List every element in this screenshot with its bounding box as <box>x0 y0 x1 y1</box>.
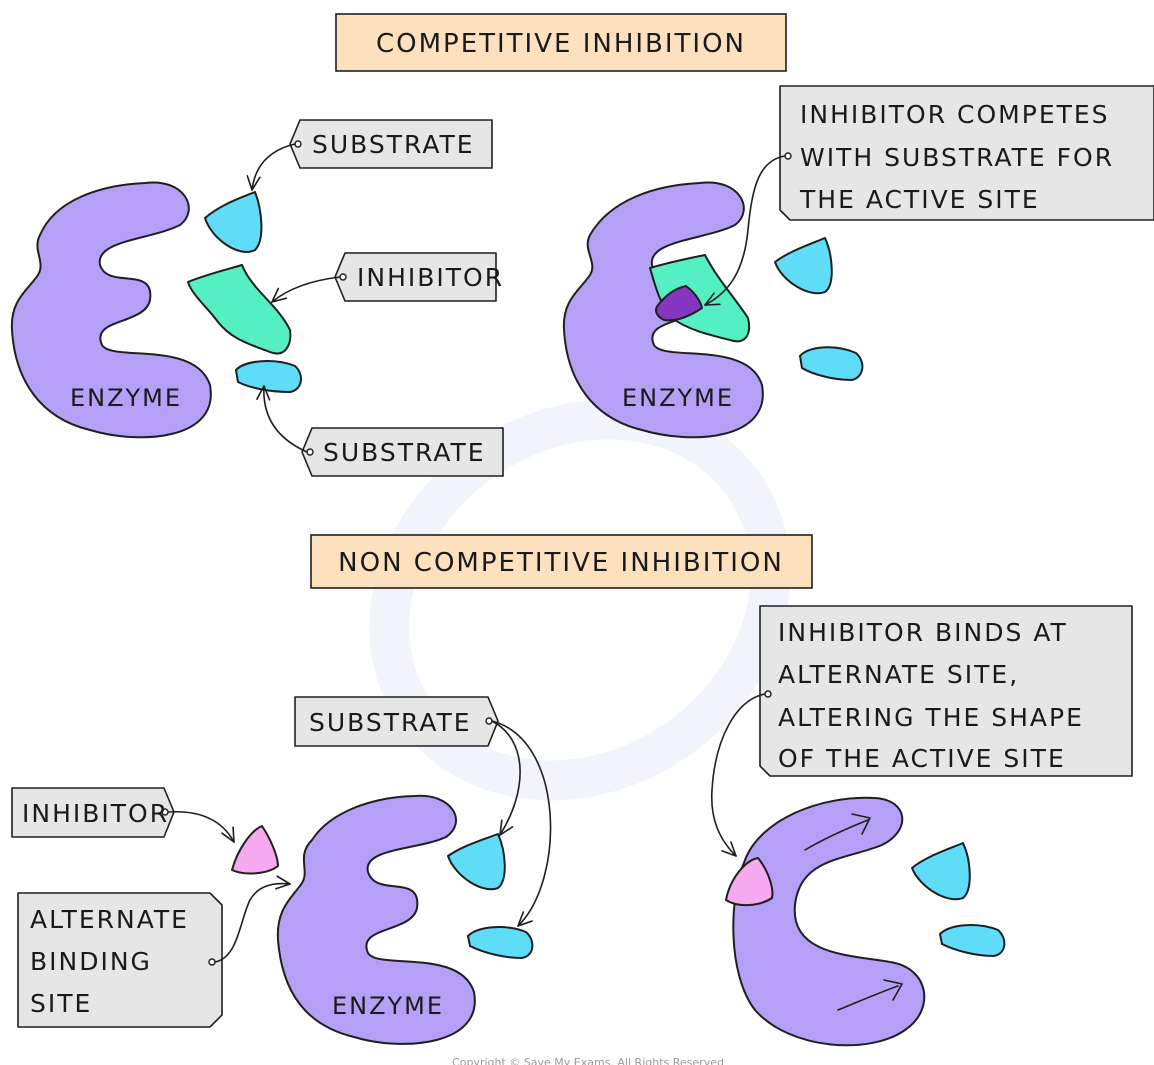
bound-inhibitor-shape <box>725 857 774 906</box>
substrate-shape-bottom <box>799 346 864 381</box>
svg-text:INHIBITOR: INHIBITOR <box>22 799 169 828</box>
inhibitor-shape <box>231 825 279 875</box>
substrate-shape-top <box>774 237 833 295</box>
enzyme-label: ENZYME <box>622 384 734 412</box>
inhibitor-tag: INHIBITOR <box>11 787 175 838</box>
non-competitive-left-panel: ENZYME SUBSTRATE INHIBITOR ALTERNATE BIN… <box>11 696 552 1045</box>
inhibitor-shape <box>187 264 292 355</box>
svg-text:SITE: SITE <box>30 989 92 1018</box>
svg-text:ALTERING THE SHAPE: ALTERING THE SHAPE <box>778 703 1084 732</box>
enzyme-label: ENZYME <box>70 384 182 412</box>
competitive-title: COMPETITIVE INHIBITION <box>335 13 787 72</box>
svg-text:NON COMPETITIVE INHIBITION: NON COMPETITIVE INHIBITION <box>338 548 784 578</box>
svg-text:WITH SUBSTRATE FOR: WITH SUBSTRATE FOR <box>800 143 1114 172</box>
non-competitive-title: NON COMPETITIVE INHIBITION <box>310 534 813 589</box>
watermark-logo <box>369 399 791 801</box>
svg-text:OF THE ACTIVE SITE: OF THE ACTIVE SITE <box>778 744 1066 773</box>
inhibitor-tag: INHIBITOR <box>334 252 504 302</box>
alternate-binding-site-tag: ALTERNATE BINDING SITE <box>17 892 223 1028</box>
enzyme-shape <box>10 181 212 439</box>
non-competitive-right-panel: INHIBITOR BINDS AT ALTERNATE SITE, ALTER… <box>710 605 1133 1047</box>
substrate-shape-top <box>911 842 971 901</box>
svg-text:SUBSTRATE: SUBSTRATE <box>323 438 486 467</box>
svg-text:BINDING: BINDING <box>30 947 152 976</box>
competitive-right-panel: ENZYME INHIBITOR COMPETES WITH SUBSTRATE… <box>562 85 1154 439</box>
blocked-active-site <box>655 285 703 322</box>
svg-text:ALTERNATE: ALTERNATE <box>30 905 189 934</box>
substrate-shape-bottom <box>235 360 302 393</box>
non-competition-note: INHIBITOR BINDS AT ALTERNATE SITE, ALTER… <box>759 605 1133 777</box>
svg-text:SUBSTRATE: SUBSTRATE <box>312 130 475 159</box>
enzyme-label: ENZYME <box>332 992 444 1020</box>
substrate-shape-bottom <box>939 924 1006 957</box>
svg-text:ALTERNATE SITE,: ALTERNATE SITE, <box>778 660 1019 689</box>
competitive-left-panel: ENZYME SUBSTRATE INHIBITOR SUBSTRATE <box>10 119 504 477</box>
enzyme-shape <box>276 794 476 1045</box>
svg-text:SUBSTRATE: SUBSTRATE <box>309 708 472 737</box>
substrate-shape-top <box>447 833 506 891</box>
svg-text:INHIBITOR COMPETES: INHIBITOR COMPETES <box>800 100 1110 129</box>
substrate-tag-top: SUBSTRATE <box>289 119 493 169</box>
substrate-shape-bottom <box>467 926 534 959</box>
copyright-text: Copyright © Save My Exams. All Rights Re… <box>452 1056 724 1065</box>
substrate-tag-bottom: SUBSTRATE <box>301 427 504 477</box>
competition-note: INHIBITOR COMPETES WITH SUBSTRATE FOR TH… <box>779 85 1154 221</box>
svg-text:INHIBITOR BINDS AT: INHIBITOR BINDS AT <box>778 618 1068 647</box>
altered-enzyme-shape <box>732 796 926 1047</box>
substrate-tag: SUBSTRATE <box>294 696 499 747</box>
svg-text:COMPETITIVE INHIBITION: COMPETITIVE INHIBITION <box>376 29 746 59</box>
substrate-shape-top <box>204 191 263 253</box>
svg-text:THE ACTIVE SITE: THE ACTIVE SITE <box>799 185 1040 214</box>
svg-text:INHIBITOR: INHIBITOR <box>357 263 504 292</box>
